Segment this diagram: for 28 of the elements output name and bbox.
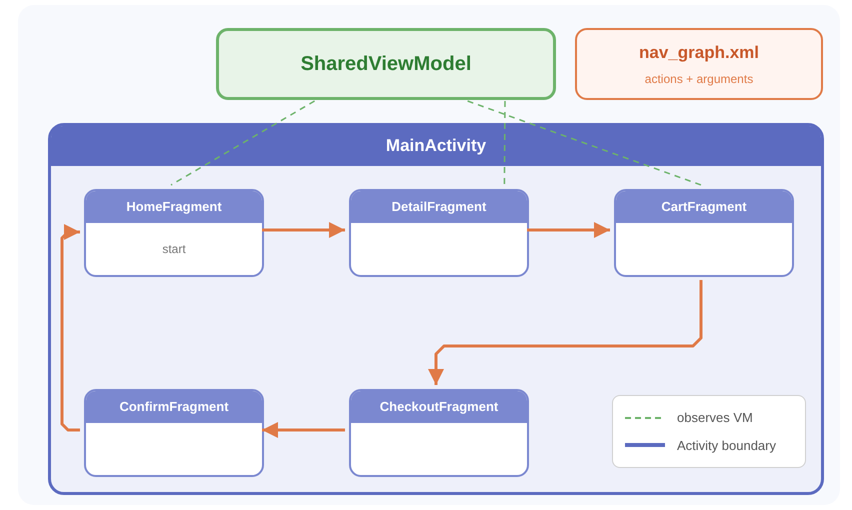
viewmodel-box xyxy=(216,28,556,100)
fragment-title: DetailFragment xyxy=(392,198,486,216)
arrow xyxy=(428,280,702,385)
fragment-title: ConfirmFragment xyxy=(119,398,229,416)
arrow xyxy=(262,222,345,238)
fragment-title: CheckoutFragment xyxy=(380,398,498,416)
box-title: nav_graph.xml xyxy=(639,42,759,64)
arrow xyxy=(262,422,345,438)
box-subtitle: actions + arguments xyxy=(644,70,754,88)
legend-label: Activity boundary xyxy=(677,436,776,455)
dashed-connector xyxy=(170,100,315,186)
arrow xyxy=(60,224,80,432)
legend-label: observes VM xyxy=(677,409,753,427)
box-title: SharedViewModel xyxy=(300,52,472,77)
nav-graph-box xyxy=(575,28,823,100)
fragment-note: start xyxy=(162,241,186,258)
fragment-box xyxy=(349,389,529,477)
container-title: MainActivity xyxy=(386,135,486,158)
fragment-title: HomeFragment xyxy=(126,198,222,216)
activity-container xyxy=(48,123,824,495)
fragment-box xyxy=(84,389,264,477)
fragment-title: CartFragment xyxy=(661,198,747,216)
fragment-box xyxy=(349,189,529,277)
dashed-connector xyxy=(467,100,702,186)
dashed-connector xyxy=(504,101,506,185)
fragment-box xyxy=(614,189,794,277)
arrow xyxy=(527,222,610,238)
fragment-box xyxy=(84,189,264,277)
